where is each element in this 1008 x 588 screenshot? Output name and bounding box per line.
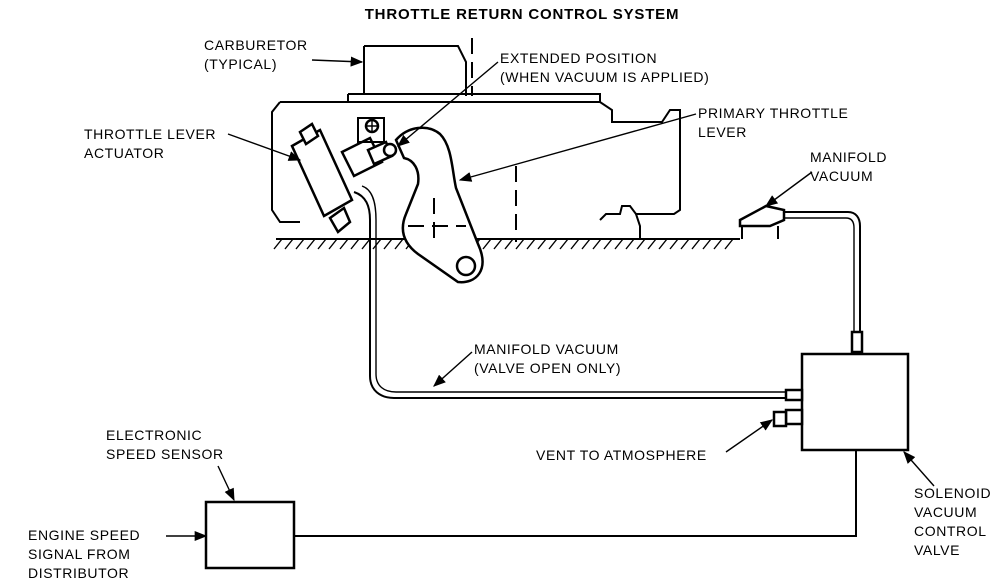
labels: CARBURETOR (TYPICAL) EXTENDED POSITION (… (28, 37, 996, 581)
label-extended-position: EXTENDED POSITION (WHEN VACUUM IS APPLIE… (500, 50, 709, 85)
label-manifold-vacuum-top: MANIFOLD VACUUM (810, 149, 892, 184)
label-throttle-lever-actuator: THROTTLE LEVER ACTUATOR (84, 126, 221, 161)
label-carburetor: CARBURETOR (TYPICAL) (204, 37, 312, 72)
carburetor (271, 38, 681, 242)
diagram-title: THROTTLE RETURN CONTROL SYSTEM (365, 6, 680, 23)
label-electronic-speed-sensor: ELECTRONIC SPEED SENSOR (106, 427, 224, 462)
vacuum-hose (353, 185, 786, 399)
speed-sensor (204, 450, 857, 570)
primary-throttle-lever (394, 126, 484, 284)
solenoid-valve (772, 352, 910, 452)
throttle-lever-actuator (290, 117, 398, 234)
label-primary-throttle-lever: PRIMARY THROTTLE LEVER (698, 105, 853, 140)
label-manifold-vacuum-valve: MANIFOLD VACUUM (VALVE OPEN ONLY) (474, 341, 623, 376)
mounting-surface (273, 238, 740, 250)
label-solenoid-valve: SOLENOID VACUUM CONTROL VALVE (914, 485, 996, 558)
label-engine-speed-signal: ENGINE SPEED SIGNAL FROM DISTRIBUTOR (28, 527, 145, 581)
label-vent-to-atmosphere: VENT TO ATMOSPHERE (536, 447, 707, 463)
leader-lines (166, 56, 935, 542)
manifold-vacuum-fitting (738, 204, 864, 354)
